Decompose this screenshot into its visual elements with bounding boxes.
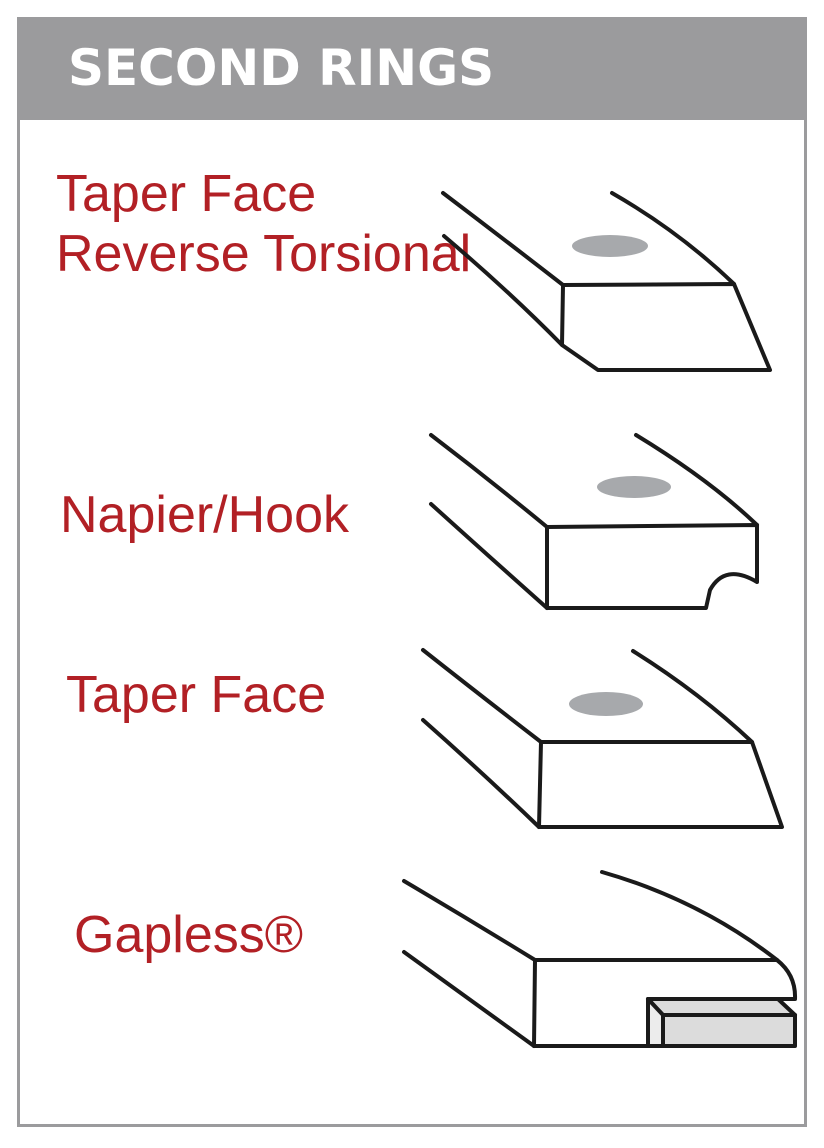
ring-label-line: Taper Face	[56, 165, 317, 223]
second-rings-panel: SECOND RINGS	[17, 17, 807, 1127]
ring-label-taper-face: Taper Face	[66, 665, 326, 725]
ring-label-line: Taper Face	[66, 666, 327, 724]
ring-label-line: Napier/Hook	[60, 486, 350, 544]
ring-label-gapless: Gapless®	[74, 905, 303, 965]
gapless-rail-insert-icon	[646, 997, 797, 1048]
ring-label-line: Reverse Torsional	[56, 225, 472, 283]
ring-label-napier-hook: Napier/Hook	[60, 485, 349, 545]
ring-label-taper-face-reverse-torsional: Taper Face Reverse Torsional	[56, 164, 471, 284]
ring-label-line: Gapless®	[74, 906, 304, 964]
ring-gapless-icon	[402, 870, 798, 1048]
panel-title: SECOND RINGS	[68, 39, 495, 97]
panel-header: SECOND RINGS	[20, 20, 804, 120]
ring-taper-face-reverse-torsional-icon	[441, 191, 772, 372]
ring-taper-face-icon	[421, 648, 784, 829]
ring-napier-hook-icon	[429, 433, 759, 610]
